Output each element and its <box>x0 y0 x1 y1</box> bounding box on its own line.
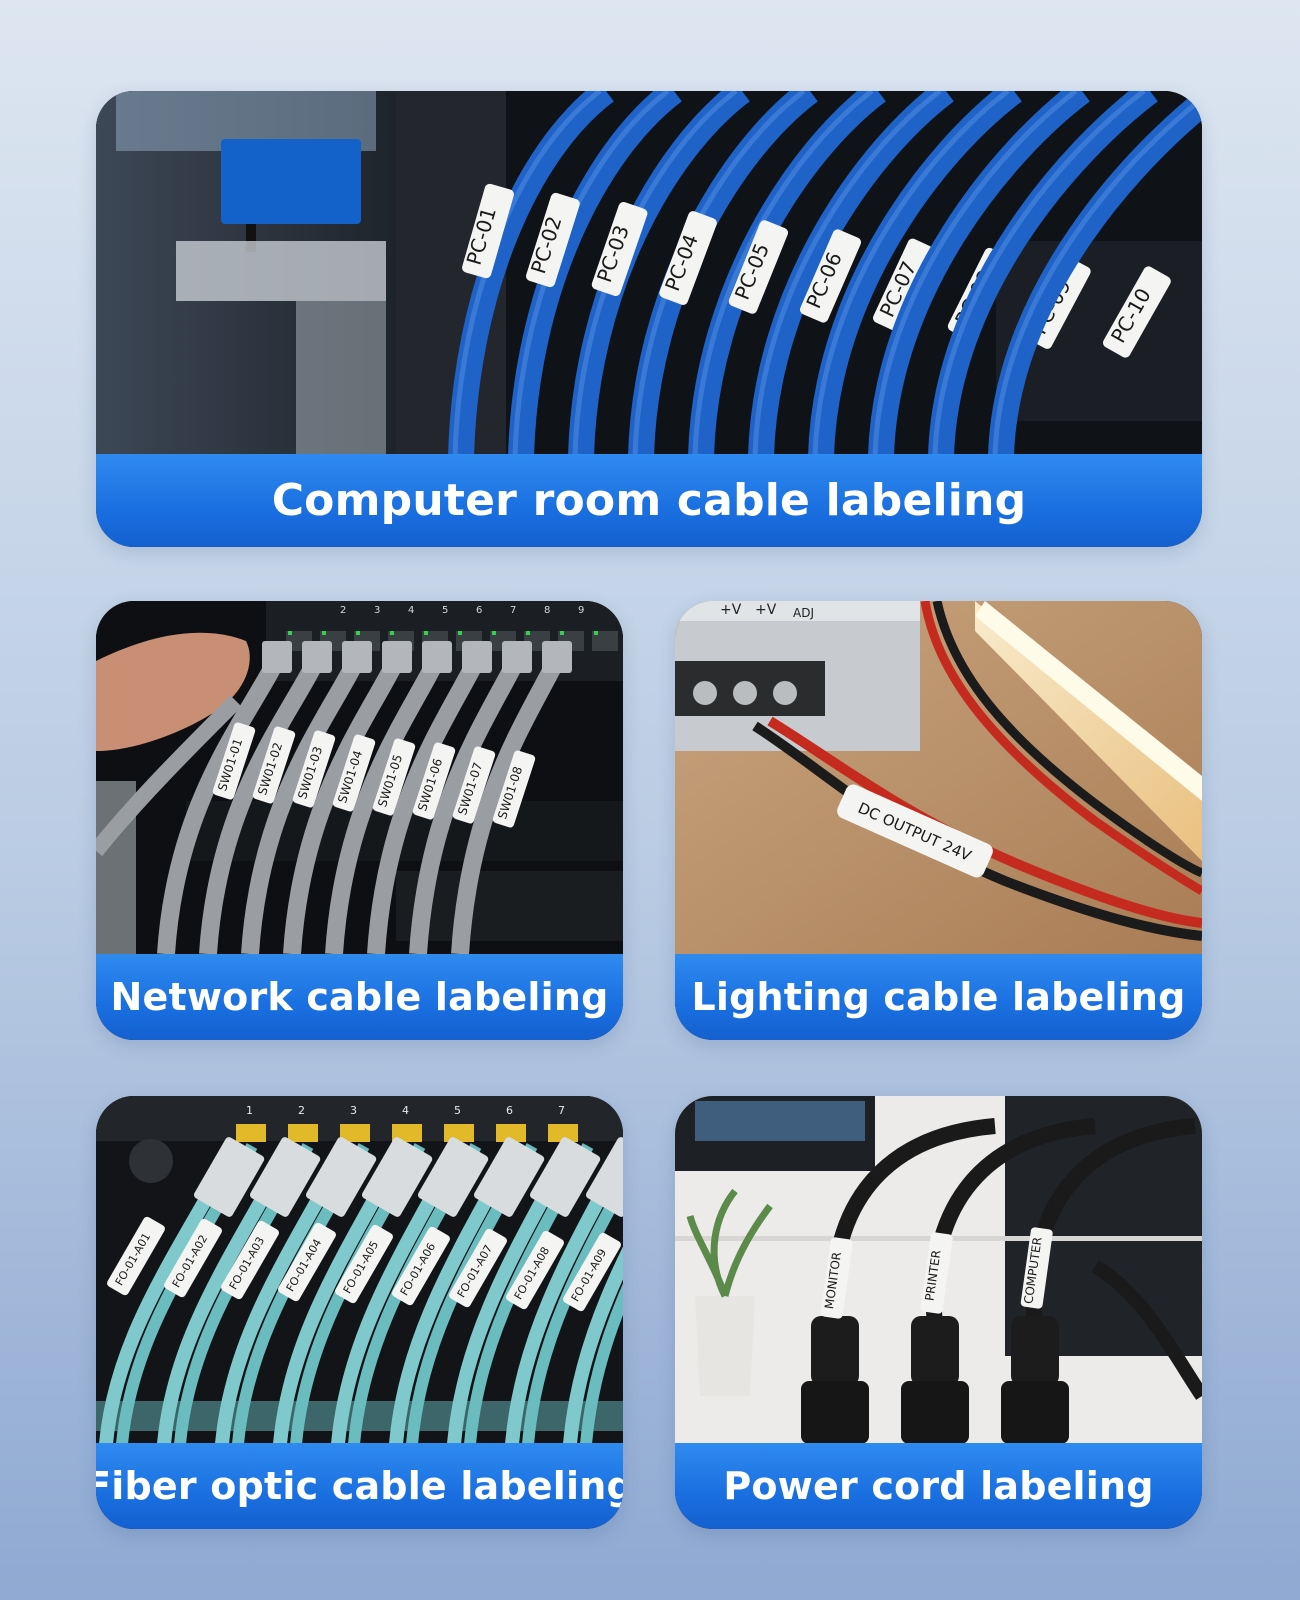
port-number: 2 <box>298 1104 305 1117</box>
terminal-mark: +V <box>720 602 742 618</box>
port-number: 7 <box>558 1104 565 1117</box>
network-caption: Network cable labeling <box>96 954 623 1040</box>
port-number: 3 <box>374 605 380 616</box>
port-number: 6 <box>476 605 482 616</box>
network-photo: 2345678910171820 SW01-01SW01-02SW01-03SW… <box>96 601 623 954</box>
port-number: 4 <box>402 1104 409 1117</box>
terminal-mark: +V <box>755 602 777 618</box>
port-number: 8 <box>544 605 550 616</box>
power-cord-caption: Power cord labeling <box>675 1443 1202 1529</box>
port-number: 9 <box>578 605 584 616</box>
port-number: 1 <box>246 1104 253 1117</box>
card-network: 2345678910171820 SW01-01SW01-02SW01-03SW… <box>96 601 623 1040</box>
port-number: 10 <box>612 605 623 616</box>
computer-room-caption: Computer room cable labeling <box>96 454 1202 547</box>
port-number: 5 <box>442 605 448 616</box>
card-lighting: +V +V ADJ DC OUTPUT 24V Lighting cable l… <box>675 601 1202 1040</box>
port-number: 5 <box>454 1104 461 1117</box>
terminal-mark: ADJ <box>793 606 814 620</box>
lighting-caption: Lighting cable labeling <box>675 954 1202 1040</box>
fiber-optic-caption: Fiber optic cable labeling <box>96 1443 623 1529</box>
port-number: 7 <box>510 605 516 616</box>
lighting-photo: +V +V ADJ DC OUTPUT 24V <box>675 601 1202 954</box>
port-number: 4 <box>408 605 414 616</box>
port-number: 2 <box>340 605 346 616</box>
port-number: 3 <box>350 1104 357 1117</box>
port-number: 6 <box>506 1104 513 1117</box>
